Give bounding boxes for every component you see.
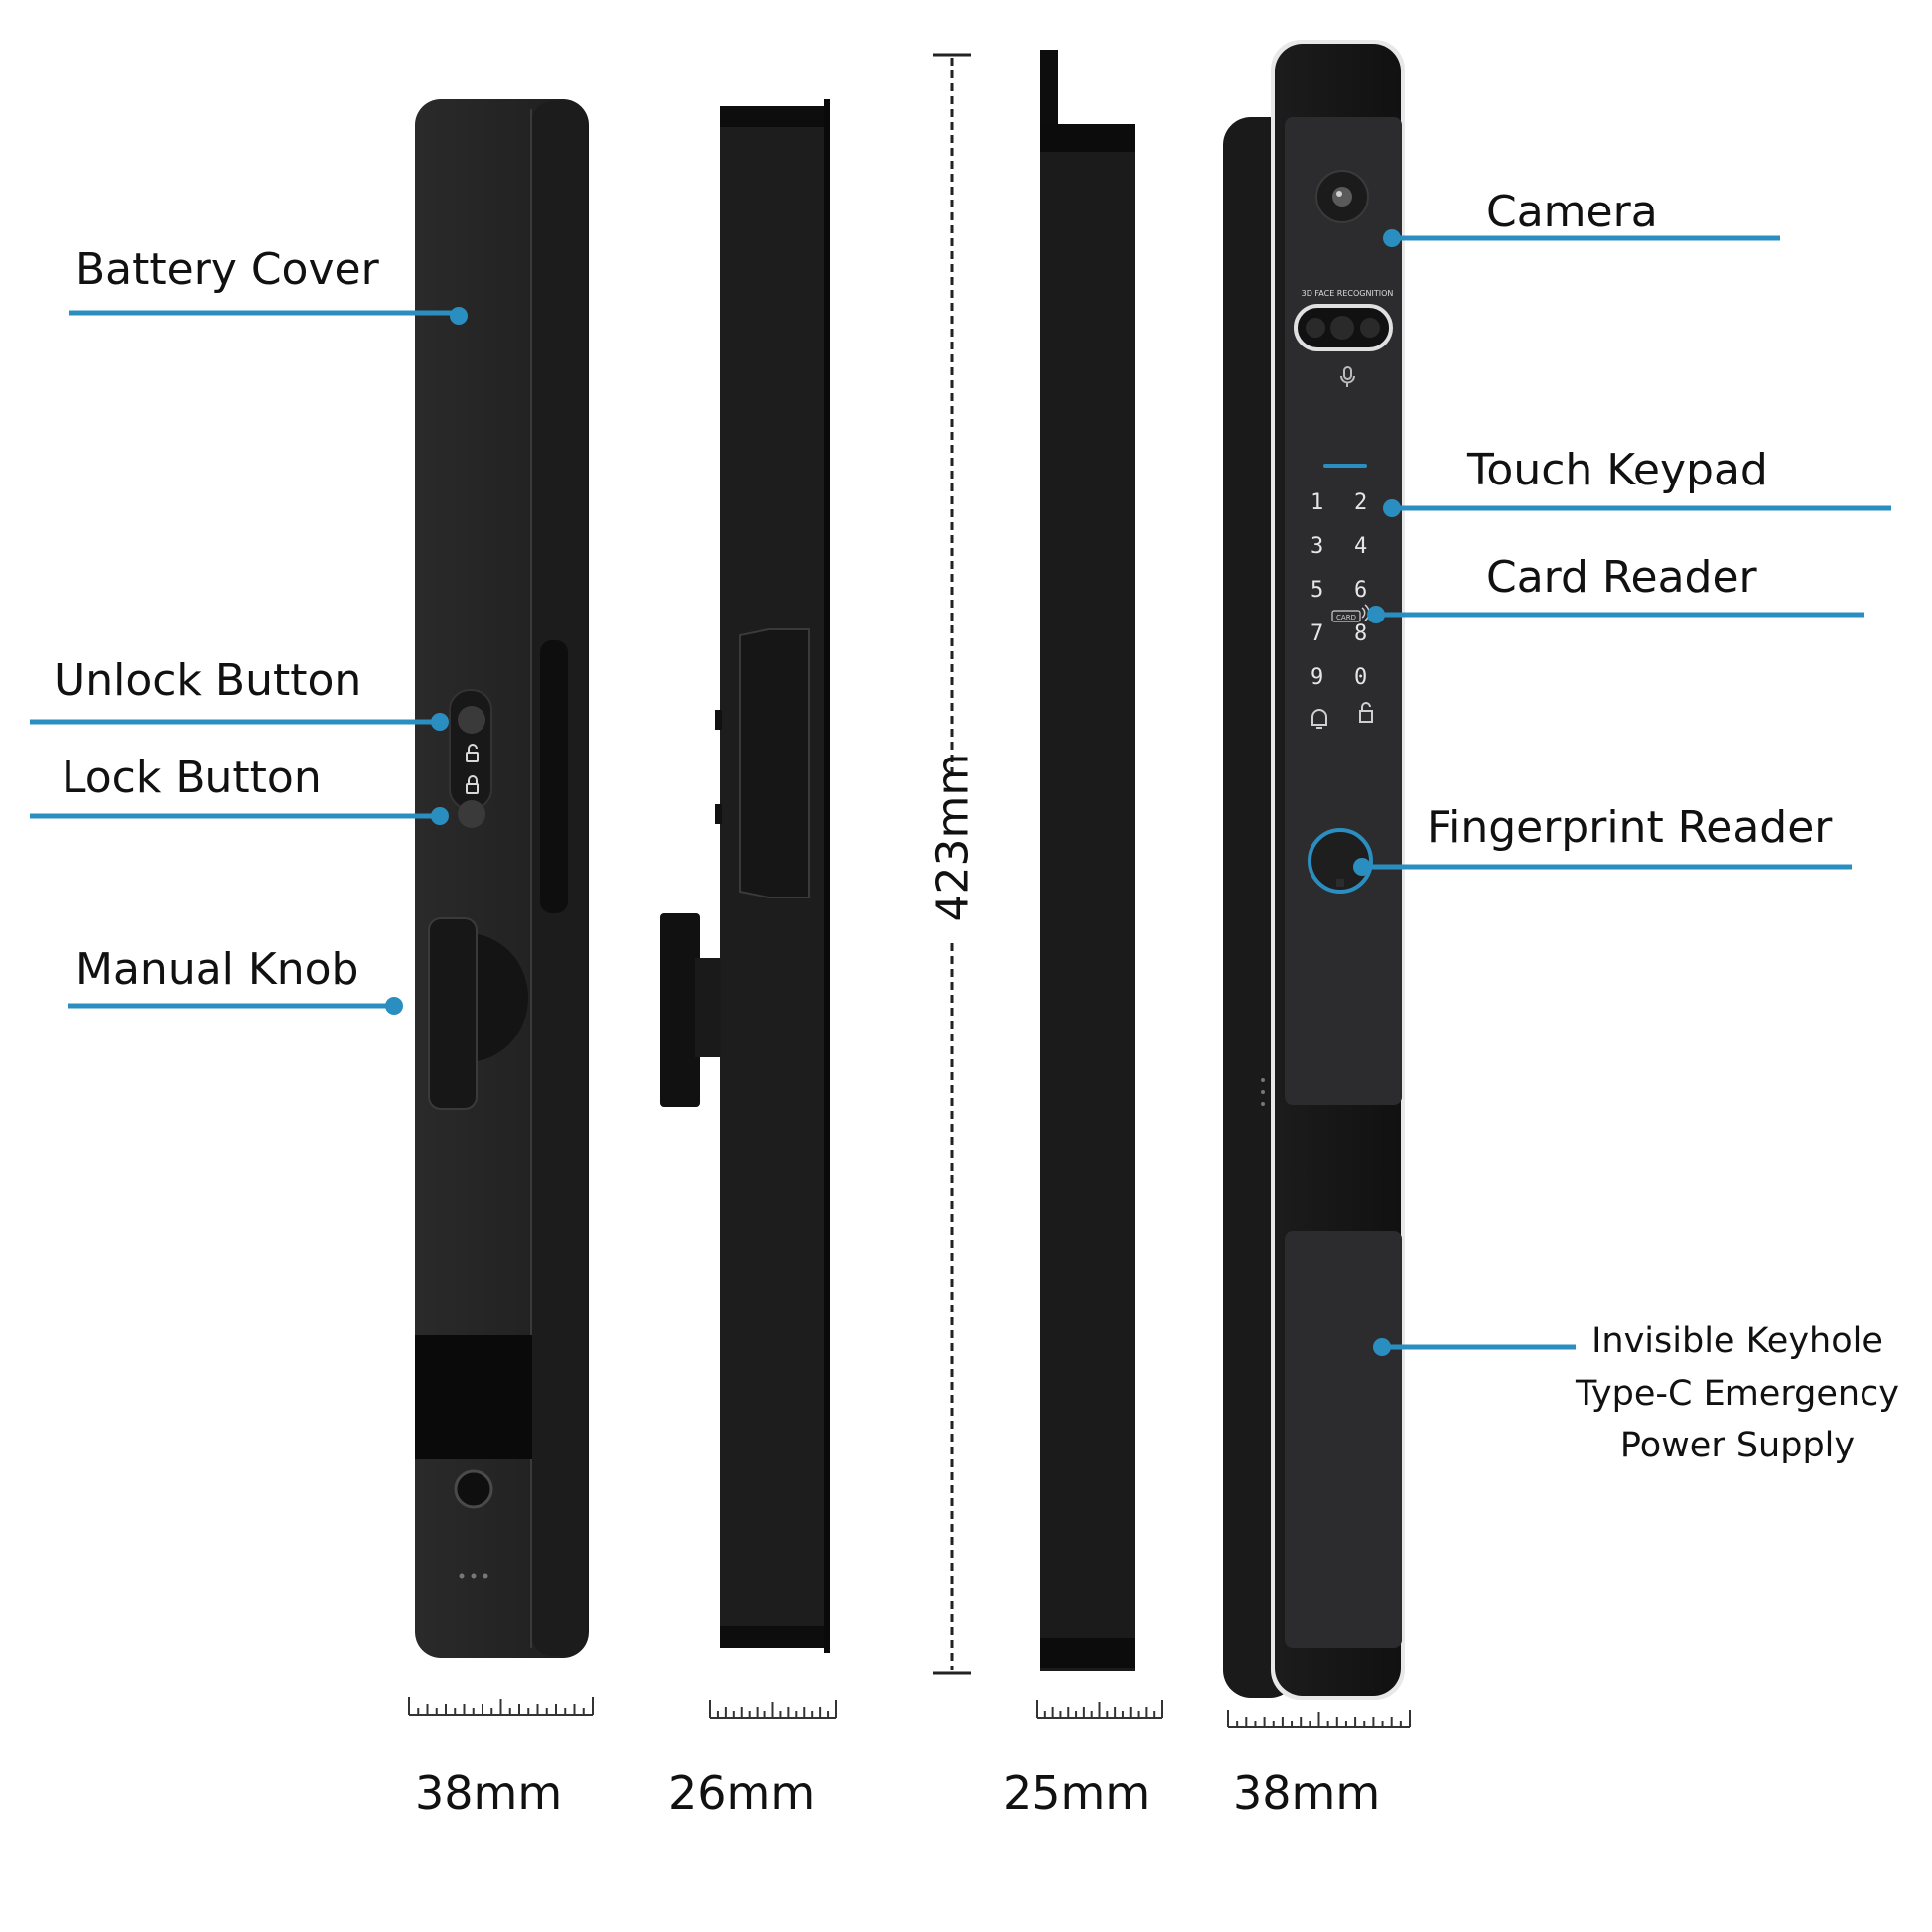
- label-keyhole-power: Invisible Keyhole Type-C Emergency Power…: [1529, 1315, 1932, 1472]
- rulers: [408, 1697, 1411, 1728]
- side-view-left-device: [660, 99, 830, 1653]
- lock-button[interactable]: [458, 800, 485, 828]
- lock-icon: [466, 775, 479, 794]
- side-view-right-device: [1040, 50, 1135, 1671]
- lock-key-icon[interactable]: [1359, 702, 1373, 723]
- microphone-icon: [1340, 366, 1355, 387]
- key-8[interactable]: 8: [1354, 621, 1368, 646]
- label-width-front: 38mm: [1233, 1766, 1381, 1820]
- vent-dots: [459, 1573, 488, 1579]
- label-camera: Camera: [1486, 187, 1658, 237]
- key-0[interactable]: 0: [1354, 665, 1368, 690]
- ruler-side-left: [709, 1700, 837, 1719]
- key-2[interactable]: 2: [1354, 490, 1368, 515]
- label-fingerprint-reader: Fingerprint Reader: [1427, 802, 1833, 853]
- ruler-front: [1227, 1710, 1411, 1728]
- label-keyhole-line2: Type-C Emergency: [1576, 1373, 1899, 1414]
- label-battery-cover: Battery Cover: [75, 244, 379, 295]
- label-width-back: 38mm: [415, 1766, 563, 1820]
- status-light: [1323, 464, 1367, 468]
- label-touch-keypad: Touch Keypad: [1467, 445, 1768, 495]
- keypad-grid: 1 2 3 4 5 6 7 8 9 0: [1311, 490, 1390, 690]
- label-manual-knob: Manual Knob: [75, 944, 359, 995]
- bell-icon[interactable]: [1311, 709, 1327, 729]
- ruler-back: [408, 1697, 594, 1716]
- back-view-device: [415, 99, 589, 1658]
- label-unlock-button: Unlock Button: [54, 655, 362, 706]
- key-1[interactable]: 1: [1311, 490, 1324, 515]
- label-lock-button: Lock Button: [62, 753, 322, 803]
- ruler-side-right: [1036, 1700, 1163, 1719]
- keyhole-icon: [454, 1469, 493, 1509]
- face-recognition-text: 3D FACE RECOGNITION: [1302, 289, 1394, 298]
- label-depth-left: 26mm: [668, 1766, 816, 1820]
- height-dimension-line: [933, 53, 971, 1675]
- label-keyhole-line1: Invisible Keyhole: [1591, 1321, 1883, 1361]
- fingerprint-sensor[interactable]: [1308, 828, 1373, 894]
- key-7[interactable]: 7: [1311, 621, 1324, 646]
- card-tag-text: CARD: [1336, 614, 1356, 621]
- label-height: 423mm: [927, 753, 979, 922]
- key-6[interactable]: 6: [1354, 578, 1368, 603]
- key-3[interactable]: 3: [1311, 534, 1324, 559]
- key-9[interactable]: 9: [1311, 665, 1324, 690]
- unlock-button[interactable]: [458, 706, 485, 734]
- label-keyhole-line3: Power Supply: [1619, 1426, 1856, 1465]
- label-card-reader: Card Reader: [1486, 552, 1757, 603]
- label-depth-right: 25mm: [1003, 1766, 1151, 1820]
- front-view-device: 3D FACE RECOGNITION CARD: [1223, 40, 1405, 1700]
- side-knob: [660, 913, 721, 1107]
- side-vent-dots: [1261, 1078, 1265, 1106]
- unlock-icon: [466, 744, 479, 762]
- manual-knob[interactable]: [428, 917, 528, 1110]
- key-4[interactable]: 4: [1354, 534, 1368, 559]
- key-5[interactable]: 5: [1311, 578, 1324, 603]
- leader-lines: [30, 229, 1891, 1356]
